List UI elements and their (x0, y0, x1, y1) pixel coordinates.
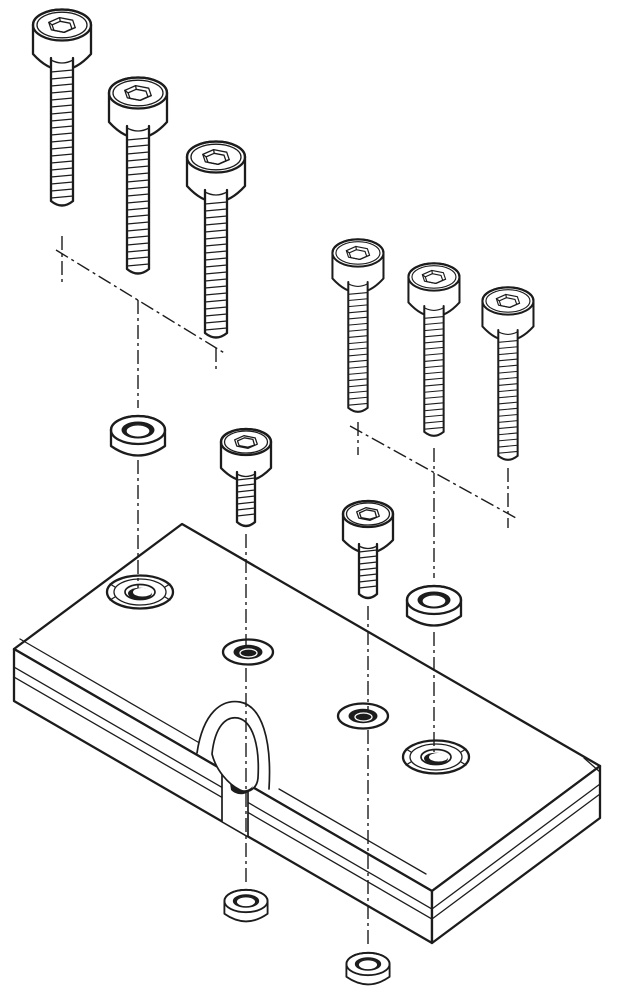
long-screw-1 (31, 8, 93, 207)
short-screw-1 (219, 427, 273, 528)
long-screw-3 (185, 140, 247, 339)
spacer-ring-1 (109, 414, 167, 457)
bottom-ring-2 (345, 951, 391, 986)
long-screw-group-right (331, 238, 535, 461)
long-screw-2 (107, 76, 169, 275)
long-screw-group-left (31, 8, 247, 339)
hole-2-through (221, 638, 275, 666)
bottom-ring-1 (223, 888, 269, 923)
adapter-plate (12, 522, 602, 945)
short-screw-2 (341, 499, 395, 600)
plate-step-line (19, 638, 427, 875)
tab-tongue (211, 716, 260, 793)
plate-right-face (430, 764, 602, 945)
hole-4-counterbored (401, 739, 471, 775)
long-screw-4 (331, 238, 385, 413)
hole-1-counterbored (105, 574, 175, 610)
tab-curl-shadow (230, 783, 253, 795)
long-screw-5 (407, 262, 461, 437)
plate-corner-chamfer (583, 757, 601, 773)
axis-right-diagonal (349, 425, 517, 519)
spacer-ring-2 (405, 584, 463, 627)
center-lines (55, 236, 517, 946)
long-screw-6 (481, 286, 535, 461)
axis-left-diagonal (55, 249, 227, 355)
front-slot-edges (221, 768, 249, 837)
hole-3-through (336, 702, 390, 730)
